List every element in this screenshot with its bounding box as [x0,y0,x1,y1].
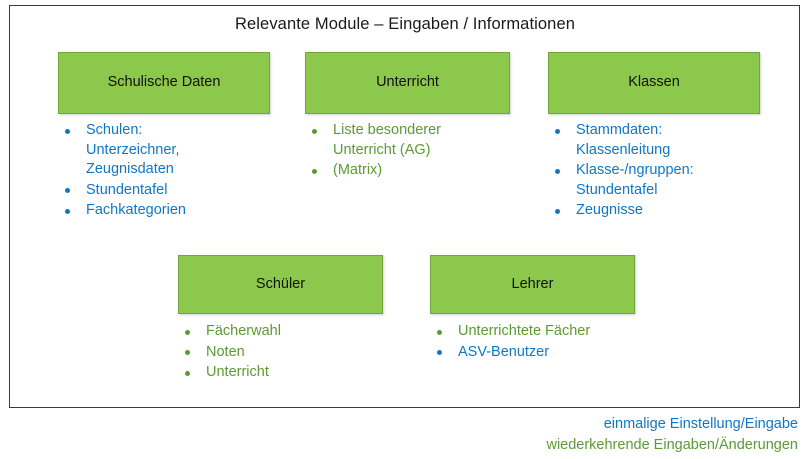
module-box-label: Unterricht [376,74,439,91]
module-box-klassen[interactable]: Klassen [548,52,760,114]
list-item: Stammdaten: Klassenleitung [550,121,790,160]
list-item: (Matrix) [307,161,522,181]
module-box-lehrer[interactable]: Lehrer [430,255,635,314]
list-item: Klasse-/ngruppen: Stundentafel [550,161,790,200]
legend-item-wiederkehrend: wiederkehrende Eingaben/Änderungen [546,437,798,453]
list-item: Stundentafel [60,181,290,201]
list-item: Unterricht [180,363,385,383]
list-item: Fächerwahl [180,322,385,342]
module-box-unterricht[interactable]: Unterricht [305,52,510,114]
list-item: Schulen: Unterzeichner, Zeugnisdaten [60,121,290,180]
list-item: Noten [180,343,385,363]
bullet-list-unterricht: Liste besonderer Unterricht (AG)(Matrix) [307,121,522,182]
list-item: Zeugnisse [550,201,790,221]
module-box-schulische-daten[interactable]: Schulische Daten [58,52,270,114]
module-box-label: Klassen [628,74,680,91]
module-box-label: Schulische Daten [107,74,221,91]
list-item: Unterrichtete Fächer [432,322,657,342]
slide-title: Relevante Module – Eingaben / Informatio… [234,15,576,33]
module-box-label: Schüler [255,275,306,292]
list-item: Liste besonderer Unterricht (AG) [307,121,522,160]
legend-item-einmalig: einmalige Einstellung/Eingabe [603,416,798,432]
legend: einmalige Einstellung/Eingabe wiederkehr… [298,414,798,456]
list-item: ASV-Benutzer [432,343,657,363]
module-box-label: Lehrer [511,275,554,292]
module-box-schueler[interactable]: Schüler [178,255,383,314]
list-item: Fachkategorien [60,201,290,221]
